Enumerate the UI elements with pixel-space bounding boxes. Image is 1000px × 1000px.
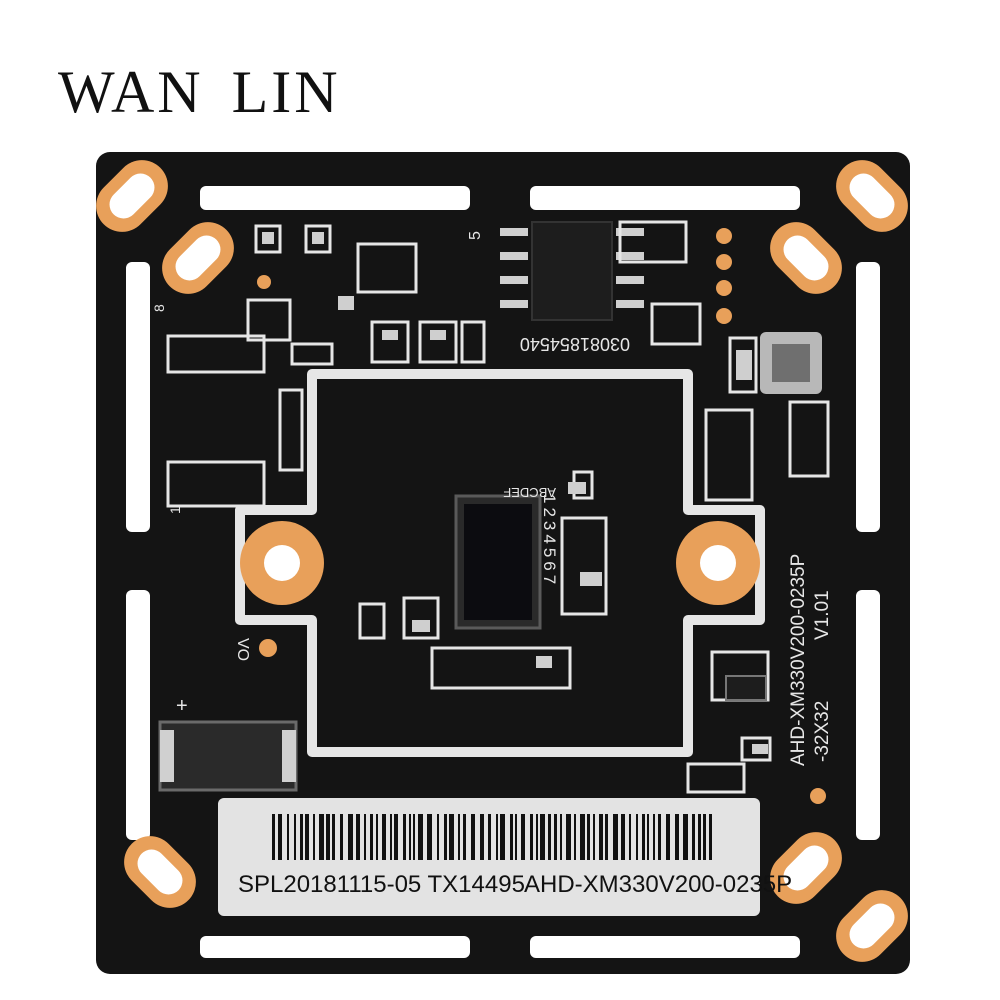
barcode-bar <box>642 814 645 860</box>
barcode-bar <box>376 814 378 860</box>
barcode-bar <box>294 814 296 860</box>
barcode-bar <box>500 814 505 860</box>
barcode-sticker: SPL20181115-05 TX14495 AHD-XM330V200-023… <box>218 798 792 916</box>
barcode-bar <box>683 814 688 860</box>
barcode-bar <box>647 814 649 860</box>
barcode-bar <box>599 814 603 860</box>
lens-mount-holes <box>240 521 760 605</box>
edge-slots <box>126 186 880 958</box>
barcode-bar <box>636 814 638 860</box>
barcode-bar <box>480 814 484 860</box>
barcode-bar <box>382 814 386 860</box>
regulator-chip <box>725 675 767 701</box>
barcode-bar <box>510 814 513 860</box>
barcode-bar <box>658 814 661 860</box>
barcode-bar <box>692 814 695 860</box>
barcode-bar <box>427 814 432 860</box>
smd-chip-bodies <box>262 232 768 754</box>
barcode-bar <box>580 814 585 860</box>
barcode-bar <box>458 814 460 860</box>
vo-label: VO <box>234 638 251 661</box>
corner-mount-holes <box>96 160 908 962</box>
pin-five-label: 5 <box>467 231 484 240</box>
barcode-bar <box>403 814 406 860</box>
barcode <box>272 814 712 860</box>
barcode-bar <box>278 814 282 860</box>
barcode-bar <box>666 814 670 860</box>
barcode-bar <box>653 814 655 860</box>
barcode-bar <box>471 814 475 860</box>
header-pads <box>257 228 826 804</box>
barcode-bar <box>300 814 303 860</box>
barcode-bar <box>605 814 608 860</box>
board-version-label: V1.01 <box>812 590 833 640</box>
brand-logo-text: WAN LIN <box>58 59 341 125</box>
board-model-label: AHD-XM330V200-0235P <box>788 554 809 766</box>
barcode-bar <box>540 814 545 860</box>
barcode-bar <box>530 814 533 860</box>
barcode-bar <box>364 814 366 860</box>
board-size-label: -32X32 <box>812 701 833 762</box>
barcode-bar <box>449 814 454 860</box>
plus-mark: + <box>176 695 188 717</box>
barcode-bar <box>370 814 373 860</box>
pin-one-label: 1 <box>167 506 183 514</box>
barcode-bar <box>305 814 309 860</box>
board-serial-label: 03081854540 <box>520 334 630 354</box>
barcode-bar <box>332 814 335 860</box>
barcode-bar <box>621 814 625 860</box>
pin-number-label: 1234567 <box>540 494 559 588</box>
barcode-bar <box>629 814 631 860</box>
barcode-bar <box>613 814 618 860</box>
barcode-bar <box>409 814 411 860</box>
barcode-bar <box>709 814 712 860</box>
barcode-bar <box>587 814 590 860</box>
barcode-bar <box>348 814 353 860</box>
pin-letter-label: ABCDEF <box>503 485 556 500</box>
barcode-bar <box>326 814 330 860</box>
barcode-bar <box>521 814 525 860</box>
barcode-bar <box>418 814 423 860</box>
flash-chip <box>531 221 613 321</box>
barcode-bar <box>566 814 571 860</box>
barcode-bar <box>515 814 517 860</box>
barcode-bar <box>698 814 701 860</box>
barcode-bar <box>496 814 498 860</box>
barcode-bar <box>548 814 551 860</box>
barcode-bar <box>437 814 439 860</box>
pin-eight-label: 8 <box>151 304 167 312</box>
barcode-bar <box>675 814 679 860</box>
barcode-bar <box>488 814 491 860</box>
barcode-bar <box>356 814 360 860</box>
barcode-bar <box>593 814 595 860</box>
lens-holder-outline <box>235 369 765 757</box>
barcode-bar <box>574 814 576 860</box>
smd-components <box>166 220 830 794</box>
barcode-bar <box>536 814 538 860</box>
barcode-bar <box>319 814 324 860</box>
barcode-bar <box>444 814 447 860</box>
barcode-bar <box>287 814 289 860</box>
barcode-bar <box>272 814 275 860</box>
barcode-bar <box>554 814 557 860</box>
barcode-bar <box>390 814 392 860</box>
sticker-line-right: AHD-XM330V200-0235P <box>524 871 792 898</box>
barcode-bar <box>313 814 315 860</box>
barcode-bar <box>463 814 466 860</box>
barcode-bar <box>413 814 415 860</box>
barcode-bar <box>703 814 706 860</box>
barcode-bar <box>394 814 398 860</box>
sticker-line-left: SPL20181115-05 TX14495 <box>238 871 525 898</box>
diode <box>158 720 298 792</box>
barcode-bar <box>340 814 343 860</box>
barcode-bar <box>560 814 562 860</box>
